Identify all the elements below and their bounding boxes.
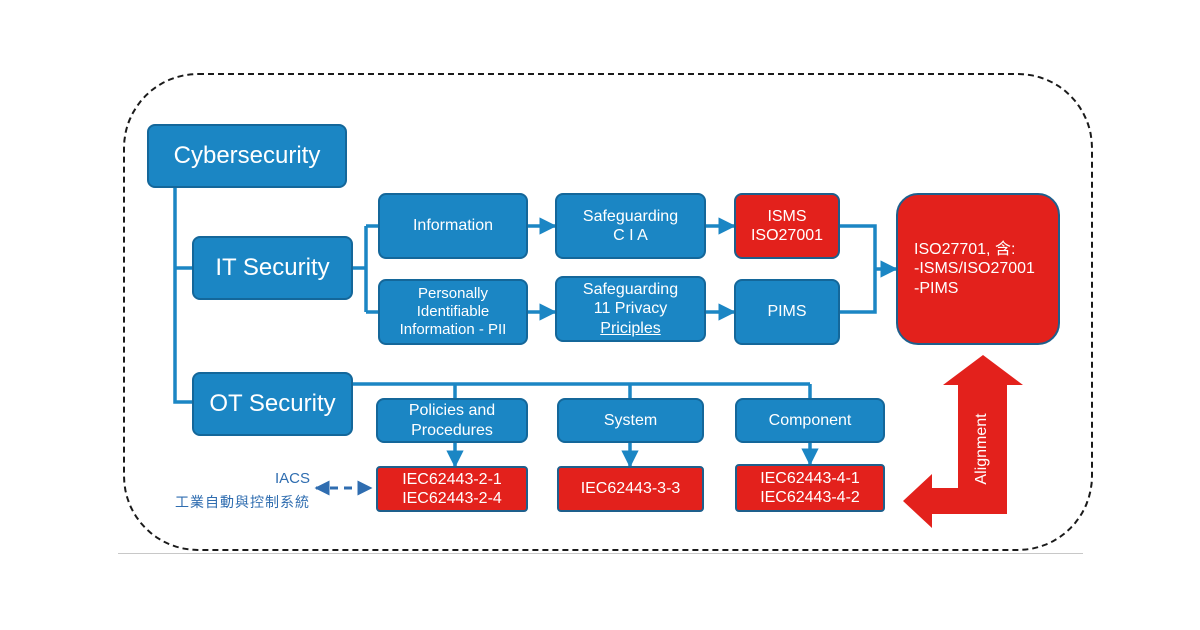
safeguarding-privacy-line2: 11 Privacy	[593, 300, 668, 318]
iec-system-node: IEC62443-3-3	[557, 466, 704, 512]
cybersecurity-label: Cybersecurity	[173, 141, 321, 169]
safeguarding-cia-label: Safeguarding C I A	[582, 207, 679, 244]
iec-policies-label: IEC62443-2-1 IEC62443-2-4	[402, 470, 502, 507]
system-label: System	[603, 411, 658, 429]
it-security-node: IT Security	[192, 236, 353, 300]
iacs-label: IACS	[274, 470, 310, 487]
iec-component-node: IEC62443-4-1 IEC62443-4-2	[735, 464, 885, 512]
alignment-label: Alignment	[973, 413, 990, 485]
ot-bus-connector	[353, 382, 812, 398]
iso27701-node: ISO27701, 含: -ISMS/ISO27001 -PIMS	[896, 193, 1060, 345]
cybersecurity-node: Cybersecurity	[147, 124, 347, 188]
it-split-connector	[353, 224, 378, 314]
iec-system-label: IEC62443-3-3	[580, 480, 681, 498]
safeguarding-cia-node: Safeguarding C I A	[555, 193, 706, 259]
pii-label: Personally Identifiable Information - PI…	[399, 285, 507, 338]
iec-component-label: IEC62443-4-1 IEC62443-4-2	[760, 469, 860, 506]
divider-line	[118, 553, 1083, 554]
iec-policies-node: IEC62443-2-1 IEC62443-2-4	[376, 466, 528, 512]
ot-security-node: OT Security	[192, 372, 353, 436]
isms-label: ISMS ISO27001	[750, 207, 824, 244]
ot-security-label: OT Security	[209, 389, 336, 417]
merge-connector	[840, 224, 896, 314]
component-label: Component	[768, 411, 852, 429]
pii-node: Personally Identifiable Information - PI…	[378, 279, 528, 345]
component-node: Component	[735, 398, 885, 443]
information-node: Information	[378, 193, 528, 259]
safeguarding-privacy-node: Safeguarding 11 Privacy Priciples	[555, 276, 706, 342]
pims-node: PIMS	[734, 279, 840, 345]
information-label: Information	[412, 217, 494, 235]
policies-node: Policies and Procedures	[376, 398, 528, 443]
system-node: System	[557, 398, 704, 443]
safeguarding-privacy-line1: Safeguarding	[582, 281, 679, 299]
dashed-boundary	[123, 73, 1093, 551]
it-security-label: IT Security	[215, 253, 330, 281]
alignment-arrow	[903, 355, 1023, 528]
safeguarding-privacy-line3: Priciples	[600, 319, 661, 337]
policies-label: Policies and Procedures	[408, 402, 496, 439]
iacs-chinese-label: 工業自動與控制系統	[175, 495, 310, 511]
pims-label: PIMS	[767, 303, 807, 321]
iso27701-label: ISO27701, 含: -ISMS/ISO27001 -PIMS	[914, 241, 1035, 297]
isms-node: ISMS ISO27001	[734, 193, 840, 259]
trunk-connector	[173, 188, 192, 404]
